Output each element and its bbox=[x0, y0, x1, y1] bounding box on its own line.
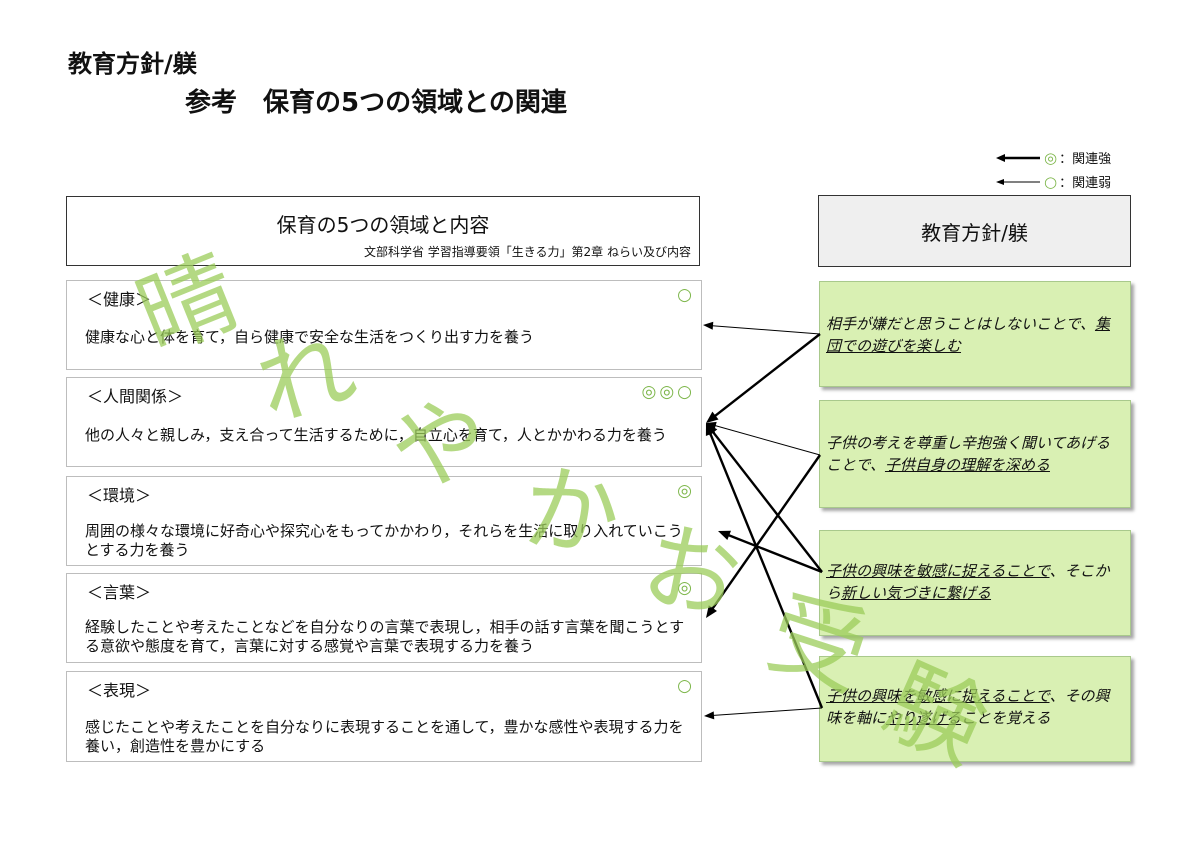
policy-text: 集団での遊びを楽しむ bbox=[826, 315, 1110, 355]
policy-header: 教育方針/躾 bbox=[818, 195, 1131, 267]
policy-box: 子供の考えを尊重し辛抱強く聞いてあげることで、子供自身の理解を深める bbox=[819, 400, 1131, 508]
relation-mark-icon: ◎ bbox=[677, 578, 695, 598]
domain-description: 周囲の様々な環境に好奇心や探究心をもってかかわり，それらを生活に取り入れていこう… bbox=[85, 522, 683, 559]
arrowhead-icon bbox=[718, 530, 731, 541]
domain-name: ＜環境＞ bbox=[87, 486, 152, 505]
domain-name: ＜人間関係＞ bbox=[87, 387, 184, 406]
arrowhead-icon bbox=[706, 411, 719, 423]
policy-text: ことを覚える bbox=[961, 709, 1051, 727]
double-circle-icon: ◎ bbox=[1044, 148, 1058, 167]
strong-connector-arrow bbox=[709, 454, 821, 613]
relation-mark-icon: ○ bbox=[677, 676, 695, 696]
weak-connector-arrow bbox=[711, 424, 821, 456]
domain-box: ＜人間関係＞ ◎◎○ 他の人々と親しみ，支え合って生活するために，自立心を育て，人と… bbox=[66, 377, 702, 467]
relation-mark-icon: ○ bbox=[677, 285, 695, 305]
legend-strong-label: ：関連強 bbox=[1059, 152, 1112, 167]
strong-connector-arrow bbox=[709, 427, 823, 573]
strong-connector-arrow bbox=[710, 333, 821, 420]
policy-text: 、そこから bbox=[826, 562, 1110, 602]
domains-header: 保育の5つの領域と内容 文部科学省 学習指導要領「生きる力」第2章 ねらい及び内… bbox=[66, 196, 700, 266]
page-title: 教育方針/躾 bbox=[68, 50, 197, 78]
arrowhead-icon bbox=[704, 711, 715, 720]
domain-description: 健康な心と体を育て，自ら健康で安全な生活をつくり出す力を養う bbox=[85, 328, 534, 346]
policy-box: 子供の興味を敏感に捉えることで、そこから新しい気づきに繋げる bbox=[819, 530, 1131, 636]
legend-strong: ◎ ：関連強 bbox=[996, 148, 1111, 167]
policy-text: やり遂げる bbox=[886, 709, 962, 727]
domain-name: ＜健康＞ bbox=[87, 290, 152, 309]
strong-connector-arrow bbox=[707, 429, 824, 709]
relation-mark-icon: ◎◎○ bbox=[641, 382, 695, 402]
domain-description: 他の人々と親しみ，支え合って生活するために，自立心を育て，人とかかわる力を養う bbox=[85, 426, 667, 444]
policy-text: 新しい気づきに繋げる bbox=[841, 584, 992, 602]
arrowhead-icon bbox=[705, 423, 716, 436]
policy-text: 子供の興味を敏感に捉えることで bbox=[826, 562, 1050, 580]
domain-name: ＜言葉＞ bbox=[87, 583, 152, 602]
policy-text: 子供の興味を敏感に捉えることで bbox=[826, 687, 1050, 705]
policy-text: 、その興味を軸に bbox=[826, 687, 1110, 727]
legend-weak-label: ：関連弱 bbox=[1059, 176, 1112, 191]
strong-arrow-icon bbox=[996, 153, 1040, 162]
policy-text: 相手が嫌だと思うことはしないことで、 bbox=[826, 315, 1095, 333]
policy-box: 相手が嫌だと思うことはしないことで、集団での遊びを楽しむ bbox=[819, 281, 1131, 387]
domain-description: 経験したことや考えたことなどを自分なりの言葉で表現し，相手の話す言葉を聞こうとす… bbox=[85, 618, 685, 655]
policy-header-title: 教育方針/躾 bbox=[921, 220, 1028, 245]
legend-weak: ○ ：関連弱 bbox=[996, 172, 1111, 191]
circle-icon: ○ bbox=[1044, 172, 1058, 191]
strong-connector-arrow bbox=[724, 532, 823, 574]
arrowhead-icon bbox=[706, 605, 717, 618]
page-subtitle: 参考 保育の5つの領域との関連 bbox=[185, 88, 567, 118]
weak-connector-arrow bbox=[709, 707, 823, 717]
domain-description: 感じたことや考えたことを自分なりに表現することを通して，豊かな感性や表現する力を… bbox=[85, 718, 684, 755]
policy-box: 子供の興味を敏感に捉えることで、その興味を軸にやり遂げることを覚える bbox=[819, 656, 1131, 762]
weak-arrow-icon bbox=[996, 178, 1040, 185]
policy-text: 子供の考えを尊重し辛抱強く聞いてあげることで、 bbox=[826, 434, 1111, 474]
domain-box: ＜環境＞ ◎ 周囲の様々な環境に好奇心や探究心をもってかかわり，それらを生活に取り入… bbox=[66, 476, 702, 566]
policy-text: 子供自身の理解を深める bbox=[884, 456, 1050, 474]
domains-header-title: 保育の5つの領域と内容 bbox=[276, 213, 490, 237]
relation-mark-icon: ◎ bbox=[677, 481, 695, 501]
domain-name: ＜表現＞ bbox=[87, 681, 152, 700]
weak-connector-arrow bbox=[708, 324, 821, 335]
domain-box: ＜言葉＞ ◎ 経験したことや考えたことなどを自分なりの言葉で表現し，相手の話す言葉を… bbox=[66, 573, 702, 663]
arrowhead-icon bbox=[703, 321, 714, 330]
domains-header-source: 文部科学省 学習指導要領「生きる力」第2章 ねらい及び内容 bbox=[363, 245, 691, 259]
domain-box: ＜健康＞ ○ 健康な心と体を育て，自ら健康で安全な生活をつくり出す力を養う bbox=[66, 280, 702, 370]
domain-box: ＜表現＞ ○ 感じたことや考えたことを自分なりに表現することを通して，豊かな感性や表… bbox=[66, 671, 702, 762]
